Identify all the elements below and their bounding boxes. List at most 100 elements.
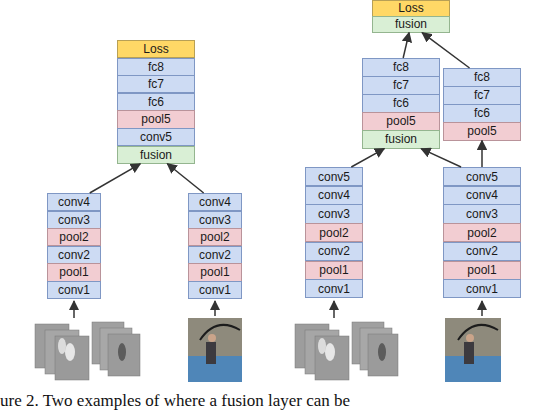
pool-layer-box: pool2 — [305, 223, 363, 242]
pool-layer-box: pool5 — [362, 112, 440, 131]
layer-label: fc8 — [474, 71, 490, 83]
conv-layer-box: conv4 — [47, 193, 101, 211]
pool-layer-box: pool1 — [443, 261, 521, 280]
layer-label: fc8 — [148, 61, 164, 73]
conv-layer-box: conv2 — [47, 246, 101, 264]
pool-layer-box: pool5 — [117, 110, 195, 128]
conv-layer-box: fc6 — [443, 104, 521, 123]
conv-layer-box: fc8 — [117, 58, 195, 76]
layer-label: fc6 — [393, 97, 409, 109]
pool-layer-box: pool1 — [47, 263, 101, 281]
figure-caption: ure 2. Two examples of where a fusion la… — [0, 391, 350, 411]
loss-layer-box: Loss — [372, 0, 450, 17]
layer-label: conv5 — [318, 171, 350, 183]
layer-label: fc6 — [474, 107, 490, 119]
fusion-layer-box: fusion — [117, 146, 195, 164]
conv-layer-box: fc6 — [362, 94, 440, 113]
layer-label: fc7 — [393, 79, 409, 91]
conv-layer-box: conv3 — [305, 204, 363, 223]
layer-label: Loss — [143, 43, 168, 55]
layer-label: conv4 — [466, 189, 498, 201]
input-arrows — [74, 301, 482, 318]
layer-label: conv2 — [199, 249, 231, 261]
conv-layer-box: conv5 — [117, 128, 195, 146]
layer-label: conv3 — [318, 208, 350, 220]
optical-flow-frames — [35, 322, 140, 380]
flow-arrow — [90, 164, 141, 193]
conv-layer-box: fc8 — [362, 58, 440, 77]
layer-label: pool1 — [467, 264, 496, 276]
optical-flow-frames — [295, 322, 398, 380]
conv-layer-box: fc6 — [117, 93, 195, 111]
flow-arrow — [167, 164, 203, 193]
pool-layer-box: pool2 — [47, 228, 101, 246]
layer-label: conv3 — [466, 208, 498, 220]
pool-layer-box: pool1 — [305, 261, 363, 280]
conv-layer-box: conv1 — [305, 279, 363, 298]
flow-arrow — [351, 149, 384, 167]
layer-label: pool1 — [200, 266, 229, 278]
pool-layer-box: pool5 — [443, 122, 521, 141]
layer-label: conv4 — [58, 196, 90, 208]
conv-layer-box: fc7 — [443, 86, 521, 105]
conv-layer-box: conv2 — [305, 242, 363, 261]
layer-label: conv2 — [58, 249, 90, 261]
flow-arrow — [421, 149, 461, 167]
layer-label: conv1 — [58, 284, 90, 296]
layer-label: fc6 — [148, 96, 164, 108]
layer-label: conv4 — [199, 196, 231, 208]
layer-label: conv5 — [140, 131, 172, 143]
conv-layer-box: conv2 — [188, 246, 242, 264]
layer-label: conv1 — [199, 284, 231, 296]
conv-layer-box: conv5 — [443, 167, 521, 186]
conv-layer-box: conv2 — [443, 242, 521, 261]
conv-layer-box: conv4 — [305, 186, 363, 205]
layer-label: pool2 — [59, 231, 88, 243]
conv-layer-box: conv1 — [188, 281, 242, 299]
pool-layer-box: pool1 — [188, 263, 242, 281]
layer-label: pool5 — [386, 115, 415, 127]
layer-label: conv1 — [466, 283, 498, 295]
layer-label: pool1 — [319, 264, 348, 276]
flow-arrow — [481, 141, 483, 167]
conv-layer-box: conv5 — [305, 167, 363, 186]
conv-layer-box: conv1 — [47, 281, 101, 299]
fusion-layer-box: fusion — [372, 16, 450, 33]
flow-arrow — [422, 33, 469, 68]
layer-label: conv2 — [466, 245, 498, 257]
pool-layer-box: pool2 — [443, 223, 521, 242]
layer-label: fusion — [395, 18, 427, 30]
fusion-layer-box: fusion — [362, 130, 440, 149]
layer-label: conv3 — [58, 214, 90, 226]
rgb-frame — [188, 318, 242, 382]
layer-label: pool2 — [200, 231, 229, 243]
conv-layer-box: conv1 — [443, 279, 521, 298]
layer-label: conv3 — [199, 214, 231, 226]
conv-layer-box: conv3 — [188, 211, 242, 229]
layer-label: pool2 — [319, 227, 348, 239]
layer-label: pool5 — [467, 125, 496, 137]
layer-label: fc7 — [148, 78, 164, 90]
layer-label: fusion — [385, 133, 417, 145]
pool-layer-box: pool2 — [188, 228, 242, 246]
layer-label: conv2 — [318, 245, 350, 257]
layer-label: pool1 — [59, 266, 88, 278]
conv-layer-box: conv4 — [443, 186, 521, 205]
layer-label: Loss — [398, 2, 423, 14]
flow-arrow — [403, 33, 409, 58]
conv-layer-box: fc7 — [117, 75, 195, 93]
layer-label: pool5 — [141, 113, 170, 125]
layer-label: fc7 — [474, 89, 490, 101]
layer-label: conv1 — [318, 283, 350, 295]
conv-layer-box: conv3 — [443, 204, 521, 223]
conv-layer-box: fc8 — [443, 68, 521, 87]
layer-label: conv5 — [466, 171, 498, 183]
layer-label: fusion — [140, 149, 172, 161]
layer-label: conv4 — [318, 189, 350, 201]
conv-layer-box: fc7 — [362, 76, 440, 95]
layer-label: fc8 — [393, 61, 409, 73]
layer-label: pool2 — [467, 227, 496, 239]
conv-layer-box: conv3 — [47, 211, 101, 229]
conv-layer-box: conv4 — [188, 193, 242, 211]
